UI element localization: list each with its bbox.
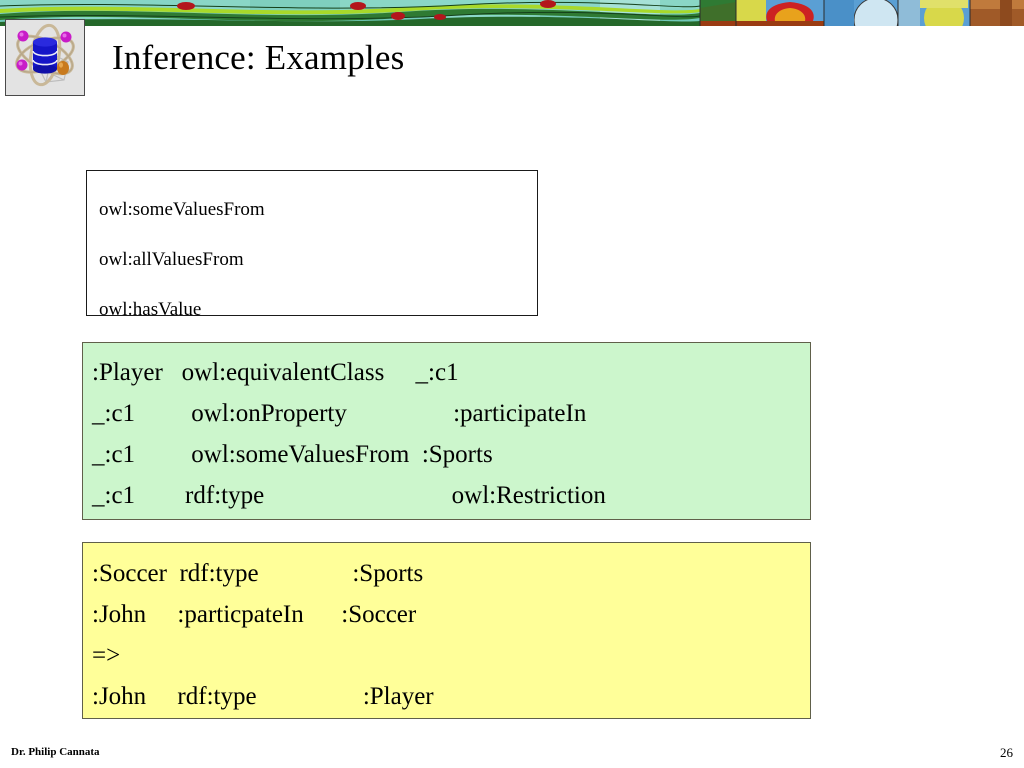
page-title: Inference: Examples (112, 38, 405, 77)
footer-author: Dr. Philip Cannata (11, 746, 100, 758)
stained-glass-banner (0, 0, 1024, 26)
triple-line: :Player owl:equivalentClass _:c1 (92, 359, 459, 386)
owl-restriction-definition-box: :Player owl:equivalentClass _:c1 _:c1 ow… (82, 342, 811, 520)
premise-line: :Soccer rdf:type :Sports (92, 560, 424, 587)
entails-symbol: => (92, 642, 121, 669)
triple-line: _:c1 rdf:type owl:Restriction (92, 482, 606, 509)
triple-line: _:c1 owl:someValuesFrom :Sports (92, 441, 493, 468)
premise-line: :John :particpateIn :Soccer (92, 601, 417, 628)
owl-restriction-properties-box: owl:someValuesFrom owl:allValuesFrom owl… (86, 170, 538, 320)
props-line: owl:allValuesFrom (99, 249, 244, 270)
props-line: owl:someValuesFrom (99, 199, 265, 220)
inference-example-box: :Soccer rdf:type :Sports :John :particpa… (82, 542, 811, 719)
triple-line: _:c1 owl:onProperty :participateIn (92, 400, 587, 427)
footer-page-number: 26 (1000, 745, 1013, 760)
props-line: owl:hasValue (99, 299, 202, 320)
semantic-network-database-logo (5, 19, 85, 96)
conclusion-line: :John rdf:type :Player (92, 683, 434, 710)
